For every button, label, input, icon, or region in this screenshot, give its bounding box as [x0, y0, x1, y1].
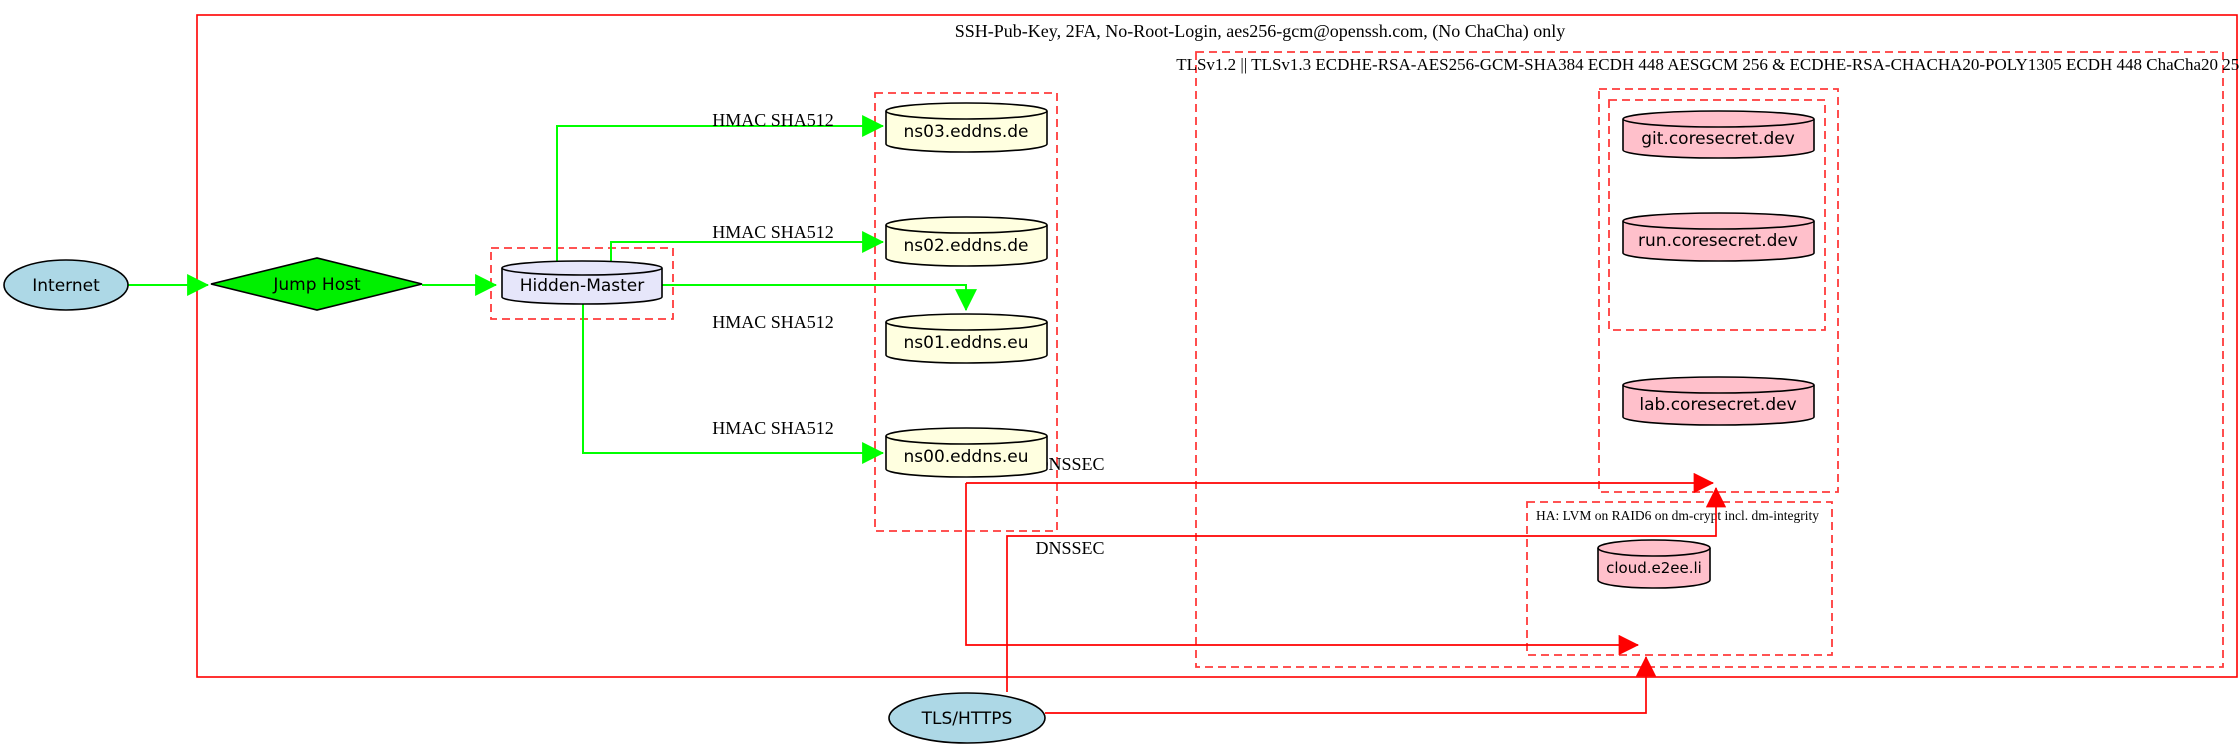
- green-edges: [128, 115, 977, 464]
- red-edges: [965, 472, 1727, 714]
- cluster-tls-label: TLSv1.2 || TLSv1.3 ECDHE-RSA-AES256-GCM-…: [1176, 55, 2240, 74]
- node-ns03: ns03.eddns.de: [885, 102, 1048, 153]
- cluster-dev-inner-border: [1608, 99, 1826, 331]
- edge-hiddenmaster-to-ns01: [662, 284, 977, 312]
- ns00-cylinder-rim: [885, 435, 1048, 445]
- node-jump-host: Jump Host: [210, 257, 423, 311]
- edge-label-hmac-ns02: HMAC SHA512: [712, 222, 834, 242]
- node-tls-https: TLS/HTTPS: [888, 692, 1046, 744]
- node-git: git.coresecret.dev: [1622, 110, 1815, 159]
- node-lab: lab.coresecret.dev: [1622, 376, 1815, 426]
- edge-dnssec-to-cloud-cluster: [965, 483, 1640, 656]
- ns02-cylinder-rim: [885, 224, 1048, 234]
- cluster-tls-border: [1195, 51, 2224, 668]
- edge-label-hmac-ns01: HMAC SHA512: [712, 312, 834, 332]
- node-ns01-label: ns01.eddns.eu: [904, 333, 1029, 353]
- edge-label-hmac-ns00: HMAC SHA512: [712, 418, 834, 438]
- node-ns02-label: ns02.eddns.de: [904, 236, 1029, 256]
- cluster-ha-label: HA: LVM on RAID6 on dm-crypt incl. dm-in…: [1536, 508, 1819, 523]
- edge-label-dnssec-2: DNSSEC: [1035, 538, 1104, 558]
- ns01-cylinder-rim: [885, 321, 1048, 331]
- node-ns00-label: ns00.eddns.eu: [904, 447, 1029, 467]
- ns01-cylinder: [885, 313, 1048, 364]
- cluster-ha-border: [1526, 501, 1833, 656]
- ns02-cylinder: [885, 216, 1048, 267]
- cluster-ssh-label: SSH-Pub-Key, 2FA, No-Root-Login, aes256-…: [955, 21, 1566, 42]
- edge-tls-to-dev-cluster: [1006, 486, 1727, 692]
- node-ns02: ns02.eddns.de: [885, 216, 1048, 267]
- run-cylinder: [1622, 212, 1815, 262]
- node-lab-label: lab.coresecret.dev: [1639, 395, 1796, 415]
- internet-ellipse: [3, 259, 129, 311]
- edge-hiddenmaster-to-ns03: [556, 115, 885, 261]
- tls-https-ellipse: [888, 692, 1046, 744]
- cluster-ssh-border: [196, 14, 2238, 678]
- edge-tls-to-cloud-cluster: [1045, 655, 1657, 714]
- node-run: run.coresecret.dev: [1622, 212, 1815, 262]
- edge-label-hmac-ns03: HMAC SHA512: [712, 110, 834, 130]
- edge-hiddenmaster-to-ns00: [582, 304, 885, 464]
- jump-host-diamond: [210, 257, 423, 311]
- node-cloud-label: cloud.e2ee.li: [1606, 559, 1702, 577]
- ns00-cylinder: [885, 427, 1048, 478]
- hidden-master-cylinder: [501, 260, 663, 305]
- run-cylinder-rim: [1622, 220, 1815, 230]
- node-ns01: ns01.eddns.eu: [885, 313, 1048, 364]
- node-hidden-master: Hidden-Master: [501, 260, 663, 305]
- cluster-dns-servers-border: [874, 92, 1058, 532]
- node-tls-https-label: TLS/HTTPS: [921, 709, 1013, 729]
- lab-cylinder-rim: [1622, 384, 1815, 394]
- lab-cylinder: [1622, 376, 1815, 426]
- node-cloud: cloud.e2ee.li: [1597, 539, 1711, 589]
- edge-hiddenmaster-to-ns02: [610, 231, 885, 261]
- ns03-cylinder: [885, 102, 1048, 153]
- hidden-master-cylinder-rim: [501, 267, 663, 276]
- node-run-label: run.coresecret.dev: [1638, 231, 1798, 251]
- node-jump-host-label: Jump Host: [272, 275, 361, 295]
- node-git-label: git.coresecret.dev: [1641, 129, 1795, 149]
- ns03-cylinder-rim: [885, 110, 1048, 120]
- node-internet: Internet: [3, 259, 129, 311]
- node-ns03-label: ns03.eddns.de: [904, 122, 1029, 142]
- cloud-cylinder-rim: [1597, 547, 1711, 557]
- node-internet-label: Internet: [32, 276, 100, 296]
- git-cylinder: [1622, 110, 1815, 159]
- edge-label-dnssec-1: DNSSEC: [1035, 454, 1104, 474]
- cloud-cylinder: [1597, 539, 1711, 589]
- node-ns00: ns00.eddns.eu: [885, 427, 1048, 478]
- git-cylinder-rim: [1622, 118, 1815, 128]
- node-hidden-master-label: Hidden-Master: [520, 276, 645, 296]
